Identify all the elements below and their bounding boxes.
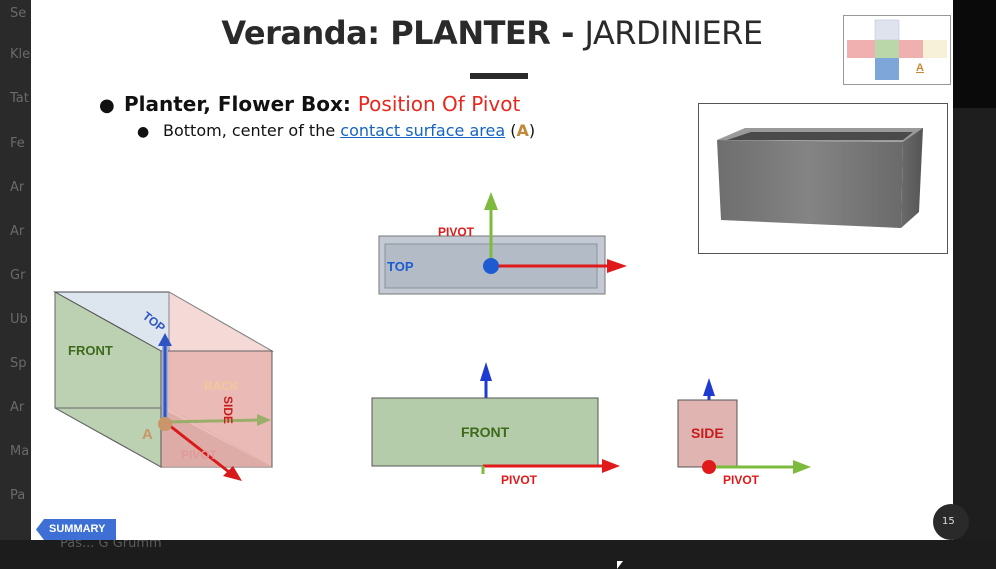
top-view-pivot: PIVOT bbox=[438, 225, 475, 239]
front-view-label: FRONT bbox=[461, 424, 510, 440]
page-number-badge[interactable]: 15 bbox=[933, 504, 969, 540]
iso-front-label: FRONT bbox=[68, 343, 113, 358]
background-list-item: Fe bbox=[10, 136, 25, 151]
side-view-label: SIDE bbox=[691, 425, 724, 441]
iso-a-label: A bbox=[142, 426, 153, 443]
front-view-pivot: PIVOT bbox=[501, 473, 538, 487]
background-list-item: Ub bbox=[10, 312, 28, 327]
side-view-pivot: PIVOT bbox=[723, 473, 760, 487]
background-list-item: Se bbox=[10, 6, 26, 21]
iso-back-label: BACK bbox=[204, 379, 239, 393]
top-view-label: TOP bbox=[387, 259, 414, 274]
summary-button[interactable]: SUMMARY bbox=[36, 519, 116, 540]
slide: Veranda: PLANTER - JARDINIERE A ●Planter… bbox=[31, 0, 953, 540]
background-list-item: Sp bbox=[10, 356, 27, 371]
top-view bbox=[379, 192, 627, 294]
background-list-item: Ar bbox=[10, 180, 24, 195]
front-view bbox=[372, 362, 620, 474]
iso-pivot-label: PIVOT bbox=[181, 448, 218, 462]
background-list-item: Ar bbox=[10, 400, 24, 415]
background-list-item: Gr bbox=[10, 268, 25, 283]
mouse-cursor-icon bbox=[617, 561, 623, 569]
background-list-item: Kle bbox=[10, 47, 30, 62]
background-list-item: Tat bbox=[10, 91, 29, 106]
background-panel bbox=[953, 0, 996, 108]
pivot-diagram: FRONT TOP BACK SIDE PIVOT A TOP PIVOT FR… bbox=[31, 0, 953, 540]
background-list-item: Pa bbox=[10, 488, 25, 503]
background-list-item: Ar bbox=[10, 224, 24, 239]
background-list-item: Ma bbox=[10, 444, 29, 459]
iso-side-label: SIDE bbox=[221, 396, 235, 424]
